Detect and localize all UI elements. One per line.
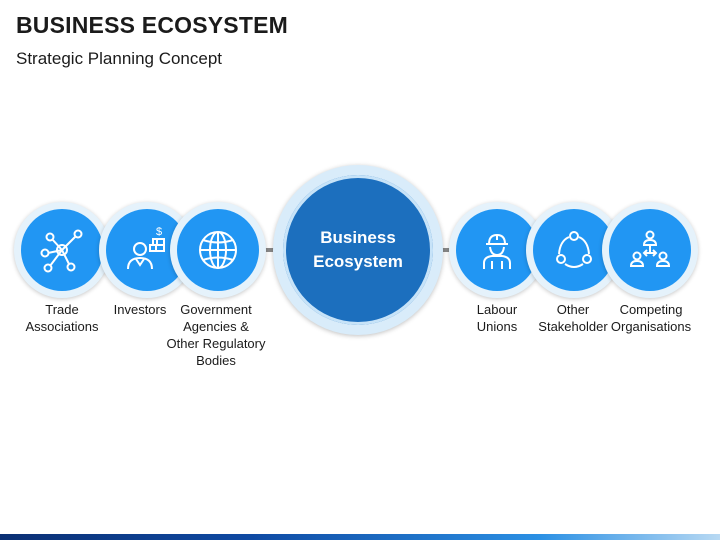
node-label-investors: Investors: [113, 302, 167, 317]
worker-icon: [483, 233, 511, 269]
node-trade-associations: [14, 202, 110, 298]
node-label-other-stakeholder: Other Stakeholder: [538, 302, 608, 334]
network-icon: [40, 229, 83, 273]
page-title: BUSINESS ECOSYSTEM: [16, 12, 288, 38]
svg-text:$: $: [156, 226, 162, 238]
node-label-competing-organisations: Competing Organisations: [610, 302, 692, 334]
investor-icon: $: [127, 226, 165, 270]
page-subtitle: Strategic Planning Concept: [16, 49, 223, 68]
node-competing-organisations: [602, 202, 698, 298]
org-chart-icon: [629, 230, 671, 267]
center-node: Business Ecosystem: [273, 165, 443, 335]
node-circle: [533, 209, 615, 291]
footer-bar: [0, 534, 720, 540]
node-circle: [21, 209, 103, 291]
node-circle: [456, 209, 538, 291]
node-circle: [609, 209, 691, 291]
center-circle: Business Ecosystem: [283, 175, 433, 325]
center-label: Business Ecosystem: [313, 228, 403, 271]
node-label-government-agencies: Government Agencies & Other Regulatory B…: [166, 302, 266, 368]
node-circle: [177, 209, 259, 291]
globe-icon: [199, 231, 237, 269]
node-label-trade-associations: Trade Associations: [25, 302, 99, 334]
node-label-labour-unions: Labour Unions: [476, 302, 518, 334]
node-government-agencies: [170, 202, 266, 298]
cycle-icon: [556, 231, 592, 268]
